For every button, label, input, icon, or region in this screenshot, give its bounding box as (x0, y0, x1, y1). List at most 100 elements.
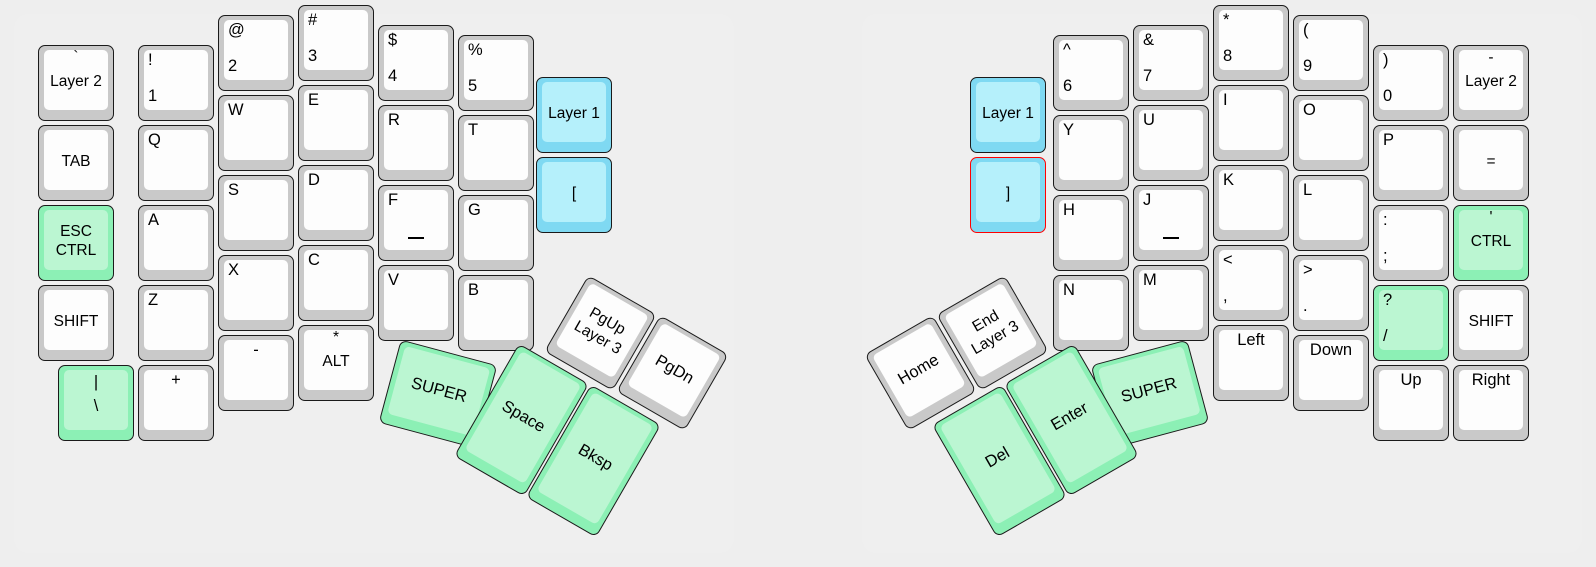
key-legend-shifted: @ (228, 21, 245, 39)
key-shift[interactable]: SHIFT (38, 285, 114, 361)
keycap-surface (1219, 10, 1283, 70)
key-legend-base: G (468, 201, 481, 219)
key-tab[interactable]: TAB (38, 125, 114, 201)
keycap-surface (1379, 50, 1443, 110)
key-legend-base: SHIFT (53, 313, 99, 330)
key-t[interactable]: T (458, 115, 534, 191)
key-legend-base: 2 (228, 57, 238, 75)
keycap-surface (1219, 170, 1283, 230)
key-key[interactable]: + (138, 365, 214, 441)
keycap-surface (976, 162, 1040, 222)
key-w[interactable]: W (218, 95, 294, 171)
key-h[interactable]: H (1053, 195, 1129, 271)
key-k[interactable]: K (1213, 165, 1289, 241)
key-key[interactable]: :; (1373, 205, 1449, 281)
key-layer-2[interactable]: -Layer 2 (1453, 45, 1529, 121)
key-8[interactable]: *8 (1213, 5, 1289, 81)
key-ctrl[interactable]: 'CTRL (1453, 205, 1529, 281)
key-legend-shifted: ' (1489, 209, 1493, 226)
key-a[interactable]: A (138, 205, 214, 281)
key-l[interactable]: L (1293, 175, 1369, 251)
key-b[interactable]: B (458, 275, 534, 351)
keycap-surface (224, 260, 288, 320)
key-legend-base: 9 (1303, 57, 1313, 75)
key-5[interactable]: %5 (458, 35, 534, 111)
key-legend-base: [ (571, 185, 577, 202)
key-left[interactable]: Left (1213, 325, 1289, 401)
key-6[interactable]: ^6 (1053, 35, 1129, 111)
homing-bar-indicator (408, 237, 424, 239)
key-legend-base: V (388, 271, 400, 289)
key-z[interactable]: Z (138, 285, 214, 361)
key-legend-base: Right (1471, 371, 1511, 389)
key-1[interactable]: !1 (138, 45, 214, 121)
key-legend-base: T (468, 121, 479, 139)
key-alt[interactable]: *ALT (298, 325, 374, 401)
key-q[interactable]: Q (138, 125, 214, 201)
key-0[interactable]: )0 (1373, 45, 1449, 121)
key-key[interactable]: ?/ (1373, 285, 1449, 361)
keycap-surface (1219, 90, 1283, 150)
key-j[interactable]: J (1133, 185, 1209, 261)
key-u[interactable]: U (1133, 105, 1209, 181)
homing-bar-indicator (1163, 237, 1179, 239)
key-r[interactable]: R (378, 105, 454, 181)
key-s[interactable]: S (218, 175, 294, 251)
key-m[interactable]: M (1133, 265, 1209, 341)
key-key[interactable]: >. (1293, 255, 1369, 331)
key-e[interactable]: E (298, 85, 374, 161)
key-legend-base: \ (93, 397, 99, 415)
key-p[interactable]: P (1373, 125, 1449, 201)
key-layer-1[interactable]: Layer 1 (536, 77, 612, 153)
key-key[interactable]: = (1453, 125, 1529, 201)
key-i[interactable]: I (1213, 85, 1289, 161)
key-y[interactable]: Y (1053, 115, 1129, 191)
key-legend-base: O (1303, 101, 1316, 119)
key-key[interactable]: ] (970, 157, 1046, 233)
key-legend-shifted: * (1223, 11, 1230, 29)
key-x[interactable]: X (218, 255, 294, 331)
keycap-surface (1379, 370, 1443, 430)
key-legend-shifted: ^ (1063, 41, 1071, 59)
keycap-surface (304, 90, 368, 150)
key-9[interactable]: (9 (1293, 15, 1369, 91)
key-legend-shifted: - (1488, 49, 1494, 66)
key-4[interactable]: $4 (378, 25, 454, 101)
keycap-surface (384, 30, 448, 90)
key-key[interactable]: [ (536, 157, 612, 233)
keycap-surface (464, 200, 528, 260)
key-f[interactable]: F (378, 185, 454, 261)
key-layer-1[interactable]: Layer 1 (970, 77, 1046, 153)
key-legend-base: N (1063, 281, 1075, 299)
keycap-surface (1299, 180, 1363, 240)
key-g[interactable]: G (458, 195, 534, 271)
key-legend-base: H (1063, 201, 1075, 219)
key-n[interactable]: N (1053, 275, 1129, 351)
key-v[interactable]: V (378, 265, 454, 341)
key-down[interactable]: Down (1293, 335, 1369, 411)
keycap-surface (1379, 290, 1443, 350)
key-d[interactable]: D (298, 165, 374, 241)
key-legend-base: CTRL (55, 242, 97, 259)
key-legend-base: Layer 1 (982, 105, 1034, 122)
key-o[interactable]: O (1293, 95, 1369, 171)
keycap-surface (1299, 20, 1363, 80)
keycap-surface (1299, 100, 1363, 160)
key-key[interactable]: - (218, 335, 294, 411)
key-key[interactable]: |\ (58, 365, 134, 441)
key-c[interactable]: C (298, 245, 374, 321)
key-3[interactable]: #3 (298, 5, 374, 81)
key-7[interactable]: &7 (1133, 25, 1209, 101)
key-legend-base: Layer 2 (50, 73, 102, 90)
key-2[interactable]: @2 (218, 15, 294, 91)
key-legend-base: D (308, 171, 320, 189)
key-key[interactable]: <, (1213, 245, 1289, 321)
keycap-surface (64, 370, 128, 430)
key-legend-base: F (388, 191, 399, 209)
keycap-surface (304, 10, 368, 70)
key-layer-2[interactable]: `Layer 2 (38, 45, 114, 121)
key-right[interactable]: Right (1453, 365, 1529, 441)
key-up[interactable]: Up (1373, 365, 1449, 441)
key-shift[interactable]: SHIFT (1453, 285, 1529, 361)
